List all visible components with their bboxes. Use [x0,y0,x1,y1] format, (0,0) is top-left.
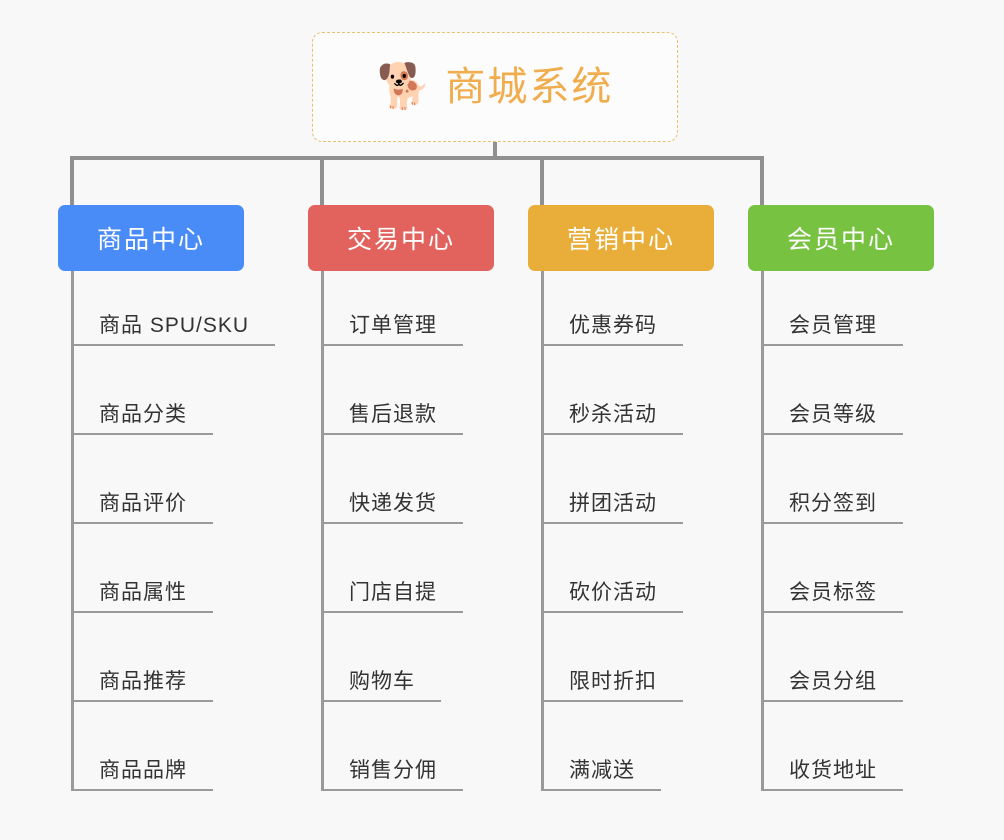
leaf-item-label: 会员等级 [761,403,903,435]
leaf-item[interactable]: 商品属性 [71,567,213,613]
leaf-item-label: 购物车 [321,670,441,702]
leaf-item[interactable]: 订单管理 [321,300,463,346]
connector-drop-product-center [70,156,74,207]
leaf-item-label: 快递发货 [321,492,463,524]
shiba-dog-face-icon: 🐕 [376,62,432,111]
category-box-product-center[interactable]: 商品中心 [58,205,244,271]
leaf-item-label: 商品评价 [71,492,213,524]
root-node-title: 商城系统 [445,65,614,109]
leaf-item-label: 会员分组 [761,670,903,702]
leaf-item[interactable]: 商品推荐 [71,656,213,702]
leaf-item[interactable]: 会员标签 [761,567,903,613]
leaf-item[interactable]: 商品品牌 [71,745,213,791]
leaf-item[interactable]: 秒杀活动 [541,389,683,435]
leaf-item-label: 会员标签 [761,581,903,613]
branch-spine-member-center [761,271,764,791]
connector-drop-member-center [760,156,764,207]
category-label-member-center: 会员中心 [786,226,895,254]
leaf-item-label: 优惠券码 [541,314,683,346]
leaf-item[interactable]: 门店自提 [321,567,463,613]
leaf-item-label: 会员管理 [761,314,903,346]
leaf-item-label: 商品属性 [71,581,213,613]
root-node[interactable]: 🐕 商城系统 [312,32,678,142]
leaf-item-label: 商品 SPU/SKU [71,314,276,346]
connector-drop-trade-center [320,156,324,207]
leaf-item[interactable]: 售后退款 [321,389,463,435]
leaf-item-label: 秒杀活动 [541,403,683,435]
leaf-item[interactable]: 会员分组 [761,656,903,702]
leaf-item[interactable]: 商品分类 [71,389,213,435]
leaf-item[interactable]: 限时折扣 [541,656,683,702]
leaf-item[interactable]: 快递发货 [321,478,463,524]
leaf-item-label: 门店自提 [321,581,463,613]
leaf-item[interactable]: 销售分佣 [321,745,463,791]
leaf-item[interactable]: 满减送 [541,745,661,791]
leaf-item[interactable]: 会员管理 [761,300,903,346]
leaf-item-label: 订单管理 [321,314,463,346]
leaf-item[interactable]: 收货地址 [761,745,903,791]
connector-root-stem [493,142,497,160]
leaf-item-label: 商品品牌 [71,759,213,791]
leaf-item[interactable]: 积分签到 [761,478,903,524]
leaf-item-label: 限时折扣 [541,670,683,702]
leaf-item[interactable]: 拼团活动 [541,478,683,524]
leaf-item[interactable]: 购物车 [321,656,441,702]
category-box-trade-center[interactable]: 交易中心 [308,205,494,271]
leaf-item-label: 满减送 [541,759,661,791]
leaf-item[interactable]: 优惠券码 [541,300,683,346]
leaf-item-label: 售后退款 [321,403,463,435]
connector-drop-marketing-center [540,156,544,207]
branch-spine-trade-center [321,271,324,791]
leaf-item[interactable]: 会员等级 [761,389,903,435]
leaf-item-label: 拼团活动 [541,492,683,524]
category-box-marketing-center[interactable]: 营销中心 [528,205,714,271]
leaf-item-label: 商品分类 [71,403,213,435]
category-label-product-center: 商品中心 [96,226,205,254]
category-box-member-center[interactable]: 会员中心 [748,205,934,271]
branch-spine-marketing-center [541,271,544,791]
category-label-trade-center: 交易中心 [346,226,455,254]
leaf-item-label: 销售分佣 [321,759,463,791]
leaf-item[interactable]: 商品评价 [71,478,213,524]
category-label-marketing-center: 营销中心 [566,226,675,254]
leaf-item[interactable]: 商品 SPU/SKU [71,300,276,346]
connector-horizontal-bus [70,156,764,160]
leaf-item-label: 积分签到 [761,492,903,524]
leaf-item[interactable]: 砍价活动 [541,567,683,613]
leaf-item-label: 砍价活动 [541,581,683,613]
leaf-item-label: 收货地址 [761,759,903,791]
branch-spine-product-center [71,271,74,791]
leaf-item-label: 商品推荐 [71,670,213,702]
